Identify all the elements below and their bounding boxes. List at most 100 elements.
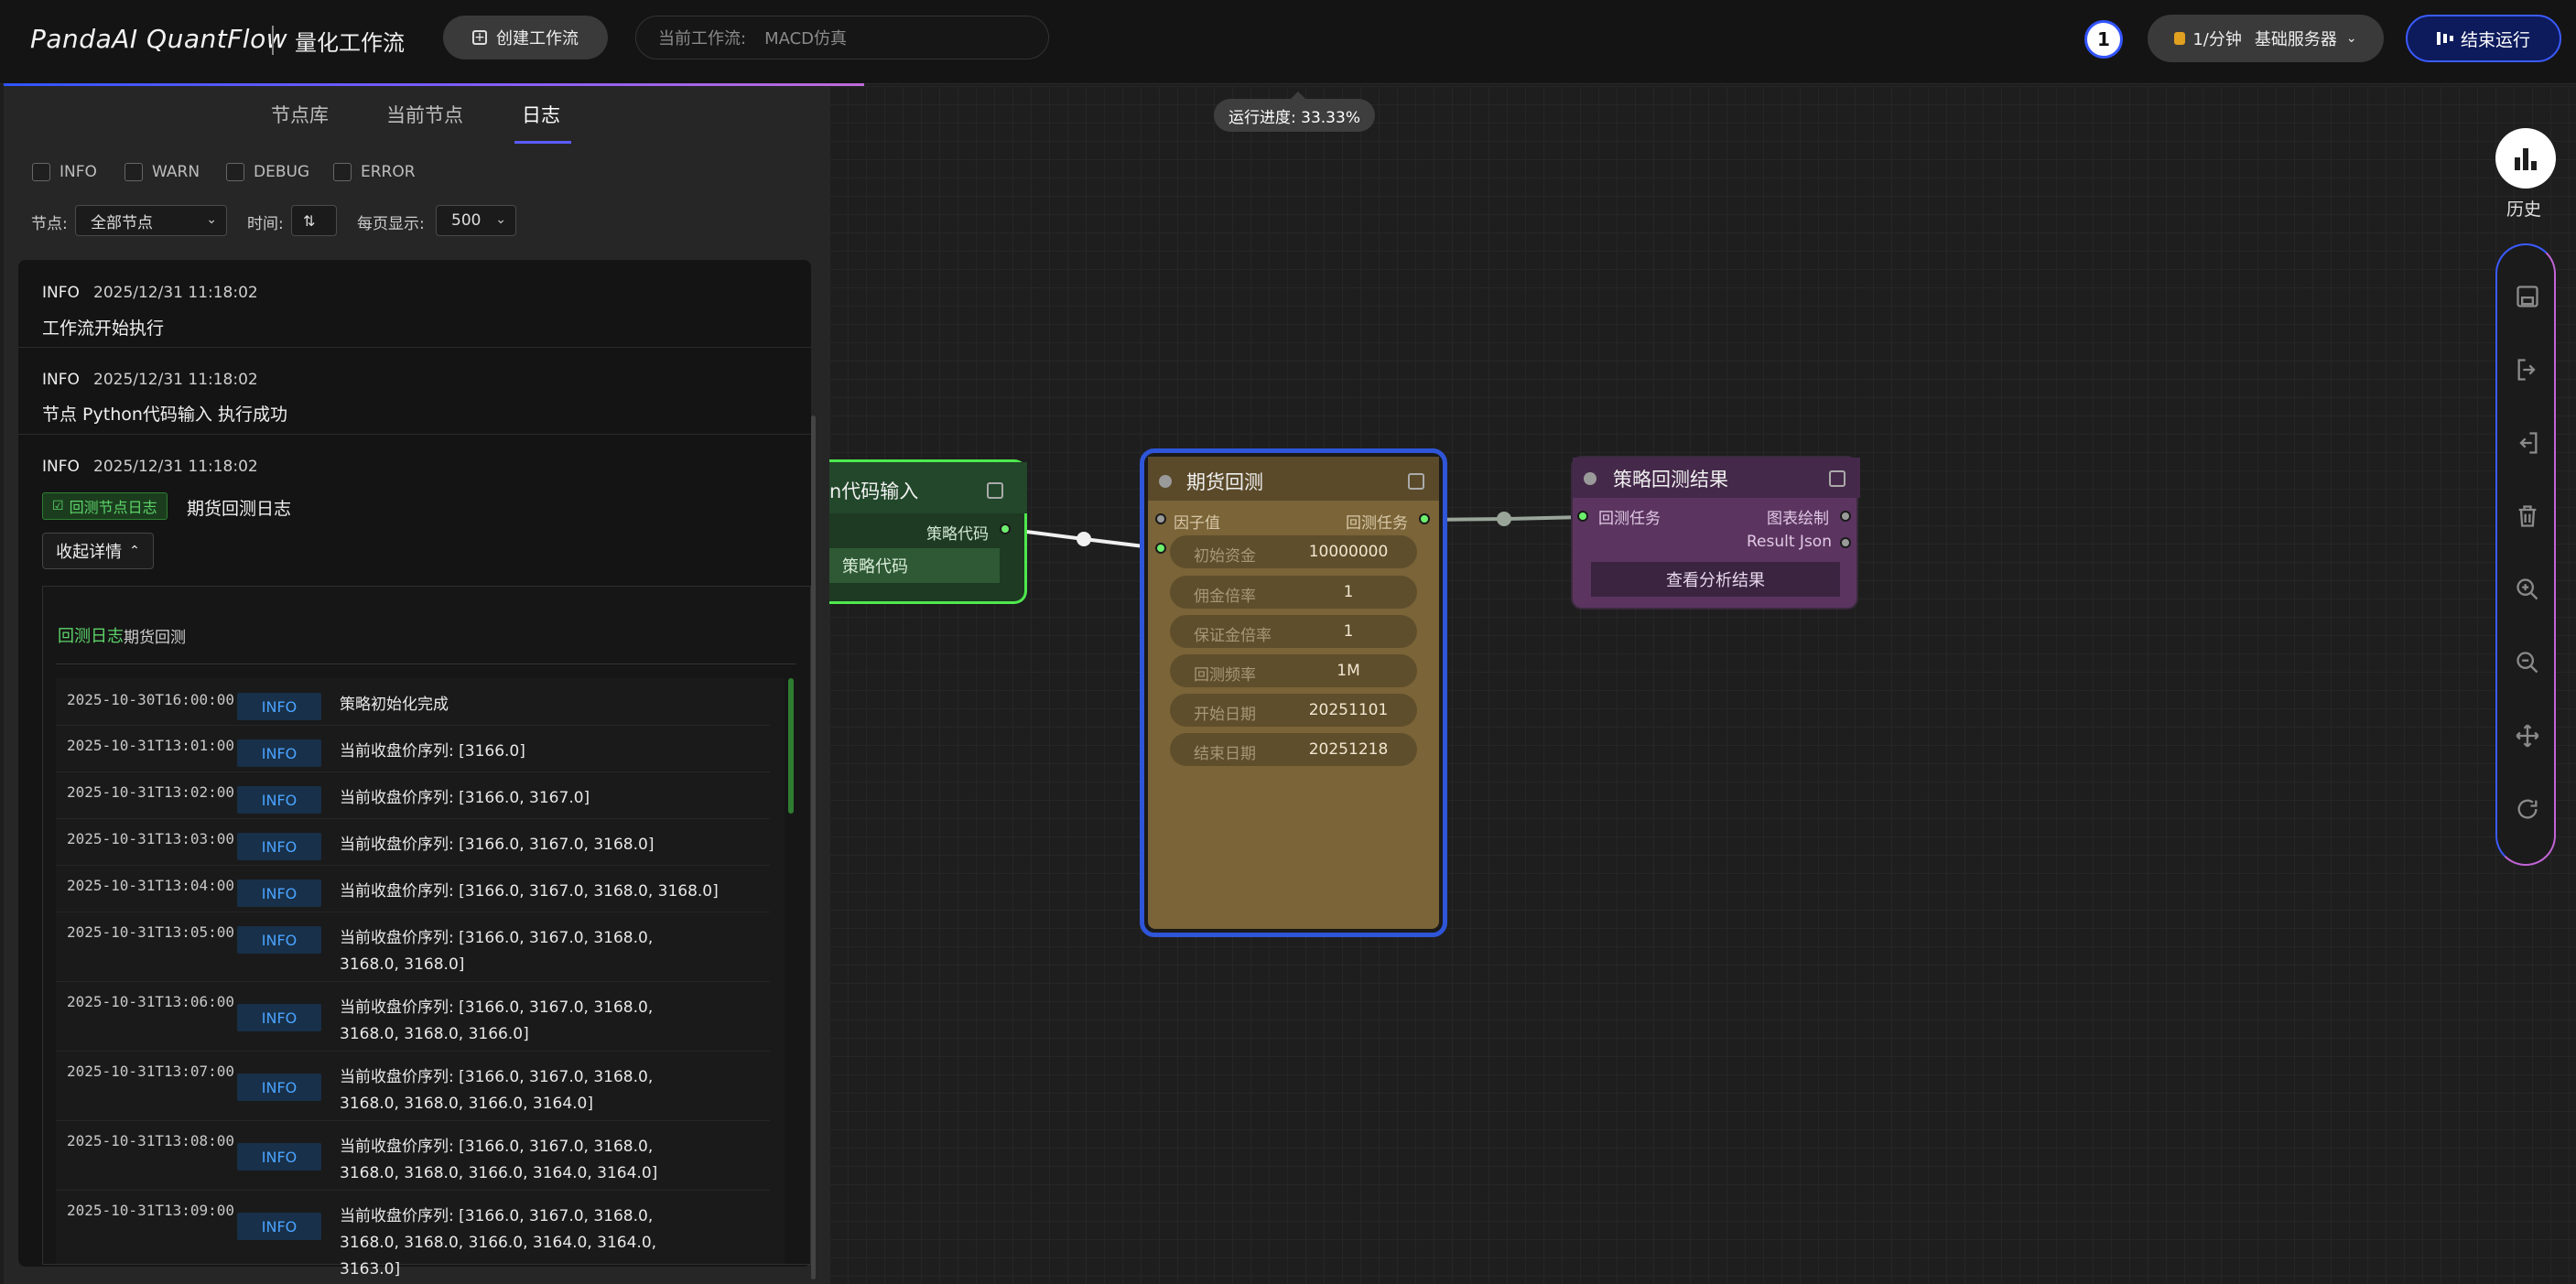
row-time: 2025-10-31T13:04:00	[67, 877, 235, 894]
edge-midpoint-handle[interactable]	[1077, 532, 1091, 546]
current-workflow-field[interactable]: 当前工作流: MACD仿真	[635, 16, 1049, 59]
row-message: 当前收盘价序列: [3166.0, 3167.0, 3168.0]	[340, 836, 655, 854]
save-icon[interactable]	[2515, 284, 2540, 309]
backtest-row: 2025-10-31T13:04:00 INFO 当前收盘价序列: [3166.…	[56, 866, 770, 912]
checkbox-box[interactable]	[124, 163, 143, 181]
tab-node-library[interactable]: 节点库	[271, 104, 329, 126]
export-icon[interactable]	[2515, 357, 2540, 383]
output-port[interactable]	[1000, 523, 1011, 534]
input-port[interactable]	[1577, 511, 1588, 522]
output-port[interactable]	[1840, 511, 1851, 522]
row-message: 当前收盘价序列: [3166.0, 3167.0, 3168.0, 3168.0…	[340, 998, 654, 1043]
input-port[interactable]	[1155, 513, 1166, 524]
server-select[interactable]: 1/分钟 基础服务器 ⌄	[2148, 15, 2384, 62]
check-square-icon: ☑	[52, 499, 64, 513]
row-time: 2025-10-31T13:03:00	[67, 830, 235, 847]
queue-count-badge[interactable]: 1	[2084, 20, 2123, 59]
row-time: 2025-10-31T13:07:00	[67, 1063, 235, 1080]
page-size-value: 500	[451, 211, 482, 230]
log-time: 2025/12/31 11:18:02	[93, 284, 258, 302]
edit-icon[interactable]	[987, 482, 1003, 499]
chevron-down-icon: ⌄	[2345, 31, 2357, 46]
bar-chart-icon-bar	[2523, 148, 2528, 170]
page-size-label: 每页显示:	[357, 215, 425, 233]
backtest-log-rows: 2025-10-30T16:00:00 INFO 策略初始化完成 2025-10…	[56, 678, 794, 1279]
run-progress-tooltip: 运行进度: 33.33%	[1214, 92, 1375, 132]
backtest-row: 2025-10-31T13:01:00 INFO 当前收盘价序列: [3166.…	[56, 726, 770, 772]
filter-warn-checkbox[interactable]: WARN	[124, 163, 200, 181]
filter-error-label: ERROR	[361, 163, 416, 181]
filter-warn-label: WARN	[152, 163, 200, 181]
row-time: 2025-10-31T13:02:00	[67, 783, 235, 801]
row-level-badge: INFO	[237, 926, 321, 954]
time-sort-button[interactable]: ⇅	[291, 205, 337, 236]
time-sort-label: 时间:	[247, 215, 284, 233]
log-list-scrollbar[interactable]	[811, 415, 816, 1279]
filter-debug-checkbox[interactable]: DEBUG	[226, 163, 309, 181]
row-level-badge: INFO	[237, 1074, 321, 1101]
tab-current-node[interactable]: 当前节点	[386, 104, 463, 126]
param-key: 佣金倍率	[1194, 588, 1256, 606]
chevron-up-icon: ⌃	[129, 544, 140, 558]
row-level-badge: INFO	[237, 833, 321, 860]
zoom-in-icon[interactable]	[2515, 577, 2540, 602]
param-value: 10000000	[1308, 543, 1389, 561]
row-message: 当前收盘价序列: [3166.0, 3167.0, 3168.0, 3168.0…	[340, 882, 719, 901]
edge-midpoint-handle[interactable]	[1497, 512, 1511, 526]
delete-icon[interactable]	[2515, 503, 2540, 529]
backtest-row: 2025-10-31T13:05:00 INFO 当前收盘价序列: [3166.…	[56, 912, 770, 982]
output-port[interactable]	[1840, 537, 1851, 548]
backtest-log-tag: ☑ 回测节点日志	[42, 492, 168, 520]
fit-view-icon[interactable]	[2515, 723, 2540, 749]
end-run-label: 结束运行	[2460, 29, 2530, 50]
node-header	[829, 462, 1027, 513]
backtest-row: 2025-10-31T13:03:00 INFO 当前收盘价序列: [3166.…	[56, 819, 770, 866]
python-code-node[interactable]: n代码输入 策略代码 策略代码	[829, 459, 1027, 604]
collapse-details-button[interactable]: 收起详情 ⌃	[42, 533, 154, 569]
param-value: 1	[1343, 622, 1354, 641]
view-analysis-button[interactable]: 查看分析结果	[1591, 562, 1840, 597]
backtest-scrollbar[interactable]	[788, 678, 794, 814]
node-title: n代码输入	[829, 480, 919, 502]
plus-square-icon: +	[472, 30, 487, 45]
log-time: 2025/12/31 11:18:02	[93, 458, 258, 476]
backtest-log-title: 回测日志	[58, 627, 124, 646]
code-button[interactable]: 策略代码	[829, 548, 1000, 583]
log-entry: INFO 2025/12/31 11:18:02 工作流开始执行	[18, 260, 811, 348]
strategy-result-node[interactable]: 策略回测结果 回测任务 图表绘制 Result Json 查看分析结果	[1571, 456, 1860, 610]
row-level-badge: INFO	[237, 739, 321, 767]
log-list: INFO 2025/12/31 11:18:02 工作流开始执行 INFO 20…	[18, 260, 811, 1279]
param-value: 1M	[1337, 662, 1360, 680]
logo-divider	[272, 26, 274, 55]
import-icon[interactable]	[2515, 430, 2540, 456]
checkbox-box[interactable]	[32, 163, 50, 181]
row-time: 2025-10-31T13:08:00	[67, 1132, 235, 1149]
filter-error-checkbox[interactable]: ERROR	[333, 163, 416, 181]
checkbox-box[interactable]	[333, 163, 352, 181]
edit-icon[interactable]	[1829, 470, 1845, 487]
workflow-canvas[interactable]	[829, 86, 2576, 1284]
edit-icon[interactable]	[1408, 473, 1424, 490]
input-port[interactable]	[1155, 543, 1166, 554]
end-run-button[interactable]: 结束运行	[2406, 15, 2561, 62]
canvas-toolbar	[2495, 243, 2556, 866]
refresh-icon[interactable]	[2515, 796, 2540, 822]
page-size-select[interactable]: 500 ⌄	[436, 205, 516, 236]
node-header	[1573, 458, 1860, 498]
zoom-out-icon[interactable]	[2515, 650, 2540, 675]
checkbox-box[interactable]	[226, 163, 244, 181]
row-level-badge: INFO	[237, 879, 321, 907]
filter-info-checkbox[interactable]: INFO	[32, 163, 97, 181]
create-workflow-button[interactable]: + 创建工作流	[443, 16, 608, 59]
history-button[interactable]	[2495, 128, 2556, 189]
output-port[interactable]	[1419, 513, 1430, 524]
tab-log[interactable]: 日志	[522, 104, 560, 126]
node-filter-select[interactable]: 全部节点 ⌄	[75, 205, 227, 236]
